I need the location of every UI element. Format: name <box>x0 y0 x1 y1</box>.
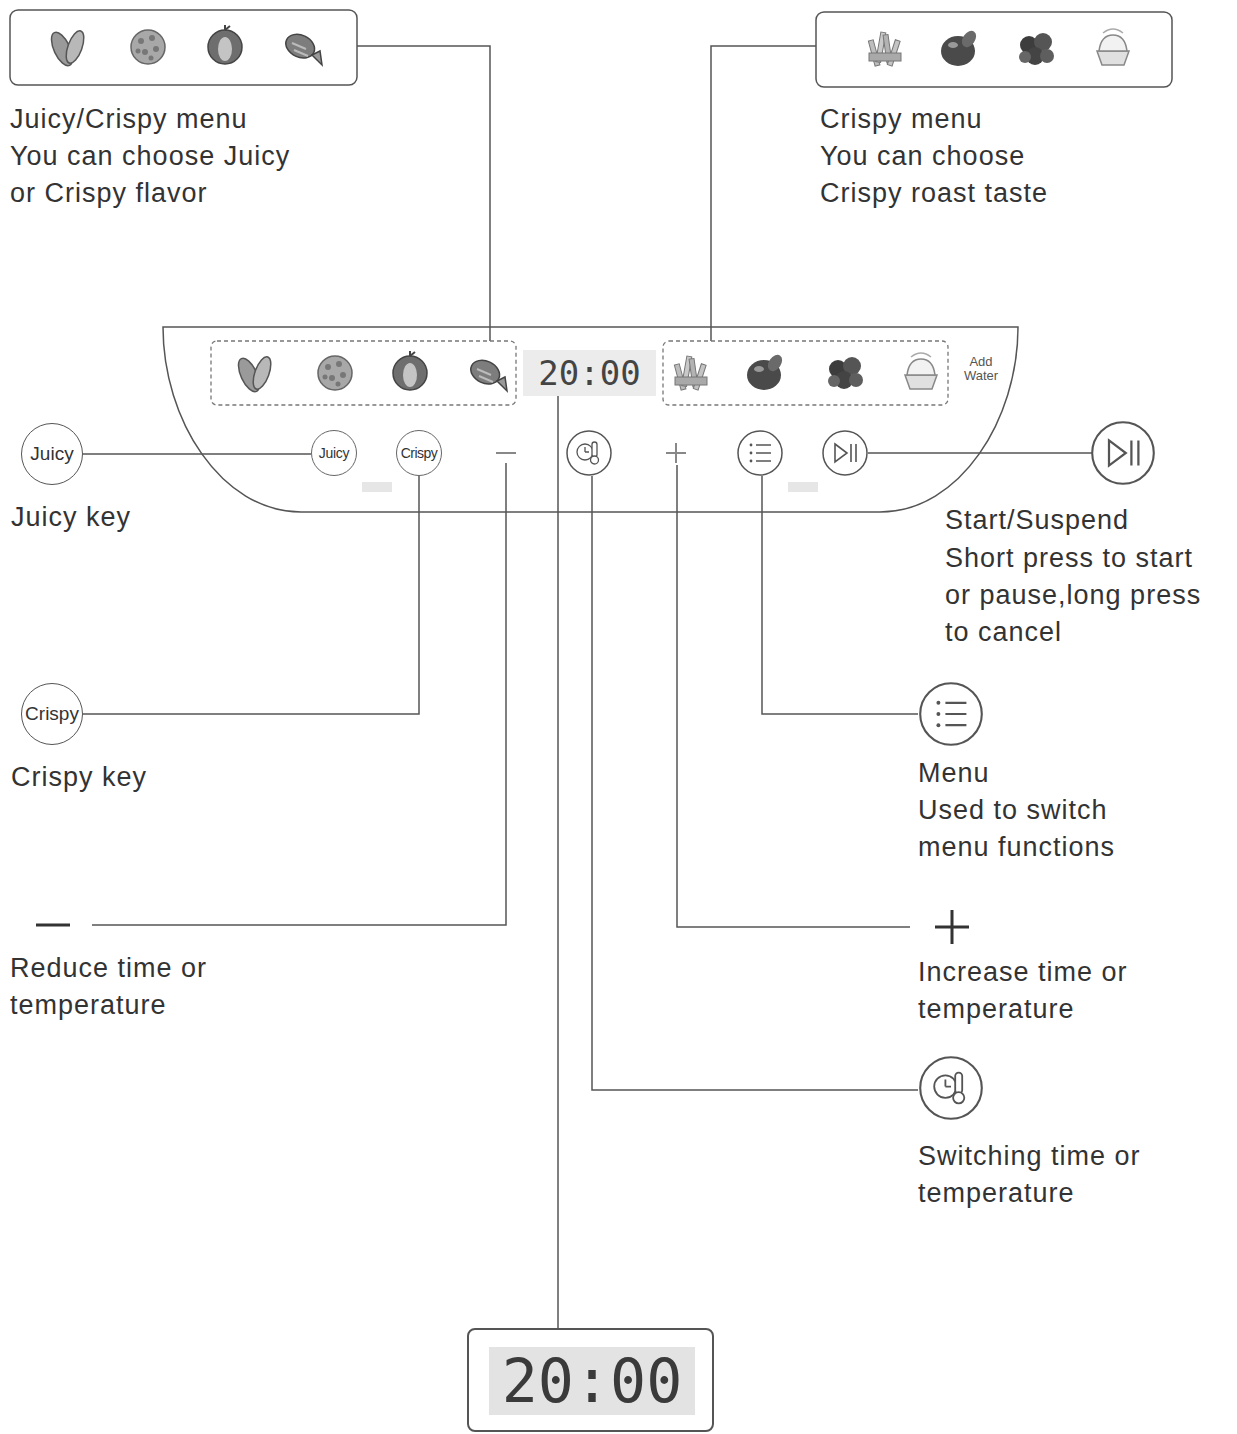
food-icon <box>941 28 979 66</box>
indicator-light <box>788 482 818 492</box>
plus-symbol <box>935 910 969 944</box>
start-button <box>823 431 867 475</box>
callout-key: JuicyJuicy key <box>21 423 83 485</box>
menu-symbol <box>920 683 982 745</box>
leader-line <box>592 476 918 1090</box>
plus-button <box>666 443 686 463</box>
display-readout: 20:00 <box>489 1347 695 1415</box>
callout-description: Switching time or temperature <box>918 1138 1168 1212</box>
callout-description: You can choose Crispy roast taste <box>820 138 1080 212</box>
panel-label: Add Water <box>960 355 1002 383</box>
indicator-light <box>362 482 392 492</box>
food-icon <box>467 356 507 391</box>
start-symbol <box>1092 422 1154 484</box>
control-panel: Add Water 20:00Juicy Crispy <box>163 327 1018 513</box>
button-label: Juicy <box>312 431 356 475</box>
function-button: Crispy <box>396 430 442 476</box>
food-icon <box>318 356 352 390</box>
key-label: Crispy <box>22 684 82 744</box>
food-icon <box>868 32 901 66</box>
function-button: Juicy <box>311 430 357 476</box>
panel-outline <box>163 327 1018 512</box>
food-icon <box>828 357 863 389</box>
callout-description: Reduce time or temperature <box>10 950 250 1024</box>
icon-callout-box <box>816 12 1172 87</box>
time-temp-symbol <box>920 1057 982 1119</box>
food-icon <box>1097 29 1129 65</box>
callout-heading: Crispy menu <box>820 101 983 138</box>
leader-line <box>677 465 910 927</box>
food-icon <box>674 356 707 390</box>
food-icon <box>393 351 427 390</box>
button-label: Crispy <box>397 431 441 475</box>
callout-heading: Juicy/Crispy menu <box>10 101 248 138</box>
minus-button <box>496 452 516 454</box>
food-icon <box>47 29 87 69</box>
key-caption: Crispy key <box>11 759 147 796</box>
callout-description: Short press to start or pause,long press… <box>945 540 1213 651</box>
leader-line <box>92 463 506 925</box>
display-screen: 20:00 <box>523 350 656 396</box>
leader-line <box>357 46 490 341</box>
minus-symbol <box>36 924 70 927</box>
display-callout: 20:00 <box>467 1328 714 1432</box>
icon-callout-box <box>10 10 357 85</box>
food-icon <box>208 25 242 64</box>
food-icon <box>282 30 322 65</box>
callout-heading: Start/Suspend <box>945 502 1129 539</box>
time-temp-button <box>567 431 611 475</box>
menu-group-bracket <box>211 341 516 405</box>
callout-description: Used to switch menu functions <box>918 792 1148 866</box>
leader-line <box>711 46 816 341</box>
food-icon <box>1019 33 1054 65</box>
menu-button <box>738 431 782 475</box>
food-icon <box>905 353 937 389</box>
menu-group-bracket <box>663 341 948 405</box>
leader-line <box>557 396 559 1328</box>
food-icon <box>234 355 274 395</box>
callout-description: You can choose Juicy or Crispy flavor <box>10 138 310 212</box>
callout-key: CrispyCrispy key <box>21 683 83 745</box>
callout-heading: Menu <box>918 755 990 792</box>
food-icon <box>747 352 785 390</box>
display-readout: 20:00 <box>523 350 656 396</box>
key-label: Juicy <box>22 424 82 484</box>
food-icon <box>131 30 165 64</box>
leader-line <box>83 453 311 455</box>
key-caption: Juicy key <box>11 499 131 536</box>
callout-description: Increase time or temperature <box>918 954 1158 1028</box>
